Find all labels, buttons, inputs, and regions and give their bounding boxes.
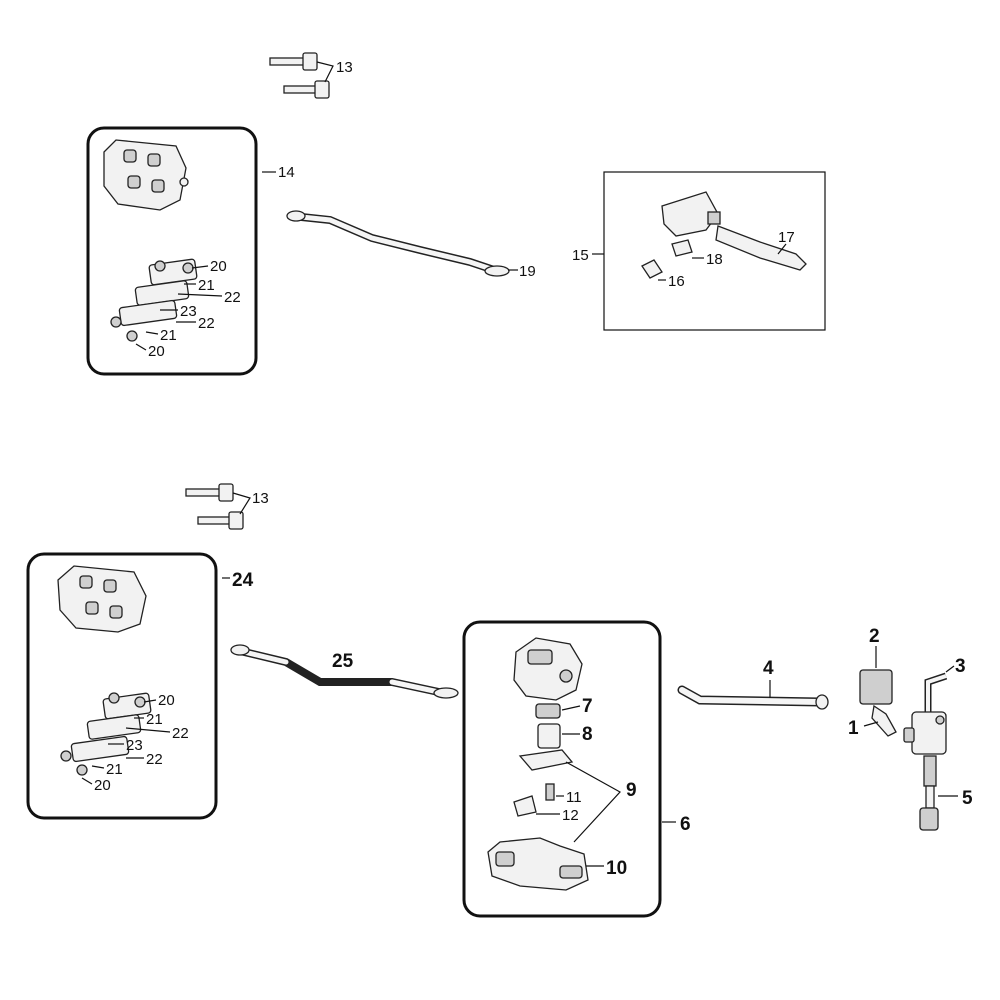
label-8: 8	[582, 724, 593, 745]
part-12	[513, 795, 537, 817]
leader-13-top	[316, 61, 334, 83]
label-19: 19	[519, 263, 536, 280]
label-13-bottom: 13	[252, 490, 269, 507]
group-box-14	[86, 126, 258, 376]
label-22-t1: 22	[224, 289, 241, 306]
group-box-15	[603, 171, 826, 331]
label-25: 25	[332, 651, 354, 672]
brake-pads-bottom	[60, 692, 152, 776]
label-22-b2: 22	[146, 751, 163, 768]
leader-7	[561, 705, 581, 711]
brake-hose-19	[286, 210, 510, 277]
leader-1	[863, 721, 879, 727]
label-20-t1: 20	[210, 258, 227, 275]
leader-21-b2	[91, 765, 105, 769]
brake-lever-17	[715, 225, 807, 271]
brake-pads-top	[110, 258, 198, 342]
label-14: 14	[278, 164, 295, 181]
group-box-24	[26, 552, 218, 820]
caliper-body-14	[103, 139, 189, 211]
label-18: 18	[706, 251, 723, 268]
master-cylinder-lever-housing	[661, 191, 721, 237]
rear-master-cylinder	[903, 711, 947, 755]
leader-20-b2	[81, 777, 93, 785]
bolt-13-bottom-1	[185, 483, 234, 502]
label-21-t2: 21	[160, 327, 177, 344]
label-13-top: 13	[336, 59, 353, 76]
label-6: 6	[680, 814, 691, 835]
lever-assembly-10	[487, 837, 589, 891]
piston-7	[535, 703, 561, 719]
part-18	[671, 239, 693, 257]
label-3: 3	[955, 656, 966, 677]
leader-20-t1	[191, 265, 209, 269]
leader-20-t2	[135, 343, 147, 351]
cup-8	[537, 723, 561, 749]
leader-13-bottom	[232, 492, 251, 515]
label-24: 24	[232, 570, 254, 591]
brake-hose-4	[677, 685, 829, 710]
leader-20-b1	[143, 699, 157, 703]
label-22-t2: 22	[198, 315, 215, 332]
master-cylinder-body	[513, 637, 583, 701]
label-16: 16	[668, 273, 685, 290]
label-12: 12	[562, 807, 579, 824]
label-11: 11	[566, 789, 582, 806]
label-7: 7	[582, 696, 593, 717]
label-15: 15	[572, 247, 589, 264]
label-21-t1: 21	[198, 277, 215, 294]
label-4: 4	[763, 658, 774, 679]
label-5: 5	[962, 788, 973, 809]
label-21-b1: 21	[146, 711, 163, 728]
group-box-6	[462, 620, 662, 918]
reservoir-hose-3	[924, 672, 948, 712]
brake-hose-25	[230, 644, 459, 699]
part-16	[641, 259, 663, 279]
label-1: 1	[848, 718, 859, 739]
label-23-t: 23	[180, 303, 197, 320]
bolt-13-bottom-2	[197, 511, 244, 530]
hose-clip-1	[871, 704, 897, 737]
label-23-b: 23	[126, 737, 143, 754]
reservoir-2	[859, 669, 893, 705]
label-20-b2: 20	[94, 777, 111, 794]
label-20-t2: 20	[148, 343, 165, 360]
label-21-b2: 21	[106, 761, 123, 778]
bolt-13-top-2	[283, 80, 330, 99]
bracket-9-upper	[518, 749, 574, 771]
caliper-body-24	[57, 565, 147, 633]
label-20-b1: 20	[158, 692, 175, 709]
label-9: 9	[626, 780, 637, 801]
leader-21-t2	[145, 331, 159, 335]
leader-17	[777, 243, 787, 255]
label-17: 17	[778, 229, 795, 246]
leader-9	[565, 761, 621, 843]
push-rod-5	[919, 755, 939, 831]
leader-22-t1	[177, 293, 223, 297]
bolt-13-top-1	[269, 52, 318, 71]
leader-22-b1	[125, 727, 171, 733]
label-2: 2	[869, 626, 880, 647]
label-22-b1: 22	[172, 725, 189, 742]
part-11	[545, 783, 555, 801]
label-10: 10	[606, 858, 627, 879]
leader-3	[945, 665, 955, 673]
